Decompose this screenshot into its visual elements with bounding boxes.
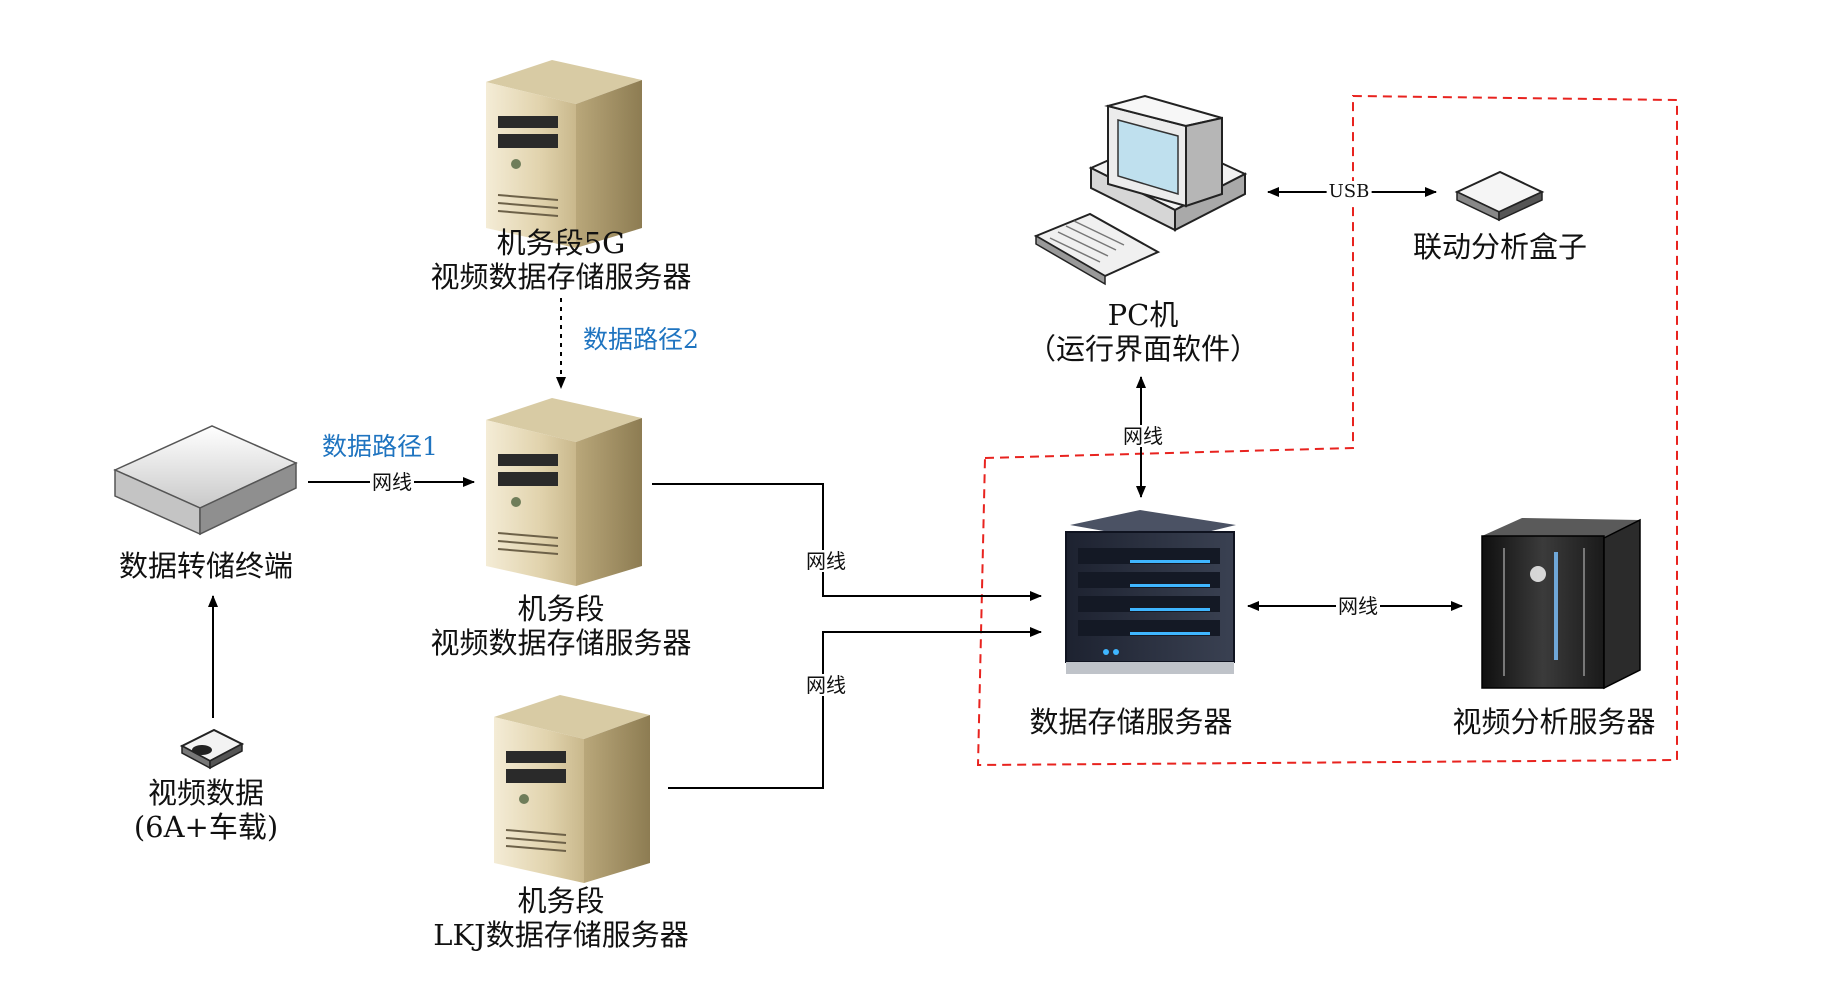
server-5g-line1: 机务段5G bbox=[496, 226, 626, 260]
connectors bbox=[208, 187, 1463, 789]
line-video-server-to-storage bbox=[652, 483, 1042, 601]
path1-label: 数据路径1 bbox=[322, 432, 438, 461]
server-5g-label: 机务段5G 视频数据存储服务器 bbox=[430, 226, 691, 294]
storage-server-icon bbox=[1065, 510, 1236, 674]
analysis-server-label: 视频分析服务器 bbox=[1452, 705, 1656, 739]
server-5g-icon bbox=[486, 60, 642, 248]
video-analysis-server-icon bbox=[1481, 518, 1641, 690]
video-data-line2: (6A+车载) bbox=[133, 810, 279, 844]
server-lkj-label: 机务段 LKJ数据存储服务器 bbox=[433, 884, 689, 952]
usb-label: USB bbox=[1326, 181, 1372, 203]
video-data-chip-icon bbox=[179, 728, 245, 770]
wire-label-analysis: 网线 bbox=[1336, 594, 1380, 618]
line-lkj-server-to-storage bbox=[668, 627, 1042, 789]
server-lkj-icon bbox=[494, 695, 650, 883]
dump-terminal-icon bbox=[113, 425, 298, 536]
path2-label: 数据路径2 bbox=[583, 325, 699, 354]
server-lkj-line2: LKJ数据存储服务器 bbox=[433, 918, 689, 952]
server-video-line1: 机务段 bbox=[517, 592, 605, 626]
server-video-line2: 视频数据存储服务器 bbox=[430, 626, 692, 660]
server-5g-line2: 视频数据存储服务器 bbox=[430, 260, 692, 294]
boundary-dashed bbox=[976, 94, 1678, 767]
wire-label-lkj-server: 网线 bbox=[804, 673, 848, 697]
server-video-icon bbox=[486, 398, 642, 586]
wire-label-video-server: 网线 bbox=[804, 549, 848, 573]
server-video-label: 机务段 视频数据存储服务器 bbox=[430, 592, 691, 660]
video-data-line1: 视频数据 bbox=[147, 776, 265, 810]
pc-line2: （运行界面软件） bbox=[1026, 332, 1260, 366]
server-lkj-line1: 机务段 bbox=[517, 884, 605, 918]
wire-label-terminal: 网线 bbox=[370, 470, 414, 494]
dump-terminal-label: 数据转储终端 bbox=[118, 549, 294, 583]
pc-line1: PC机 bbox=[1107, 298, 1179, 332]
pc-icon bbox=[1033, 94, 1248, 286]
video-data-label: 视频数据 (6A+车载) bbox=[134, 776, 278, 844]
analysis-box-icon bbox=[1454, 170, 1545, 222]
pc-label: PC机 （运行界面软件） bbox=[1027, 298, 1259, 366]
storage-server-label: 数据存储服务器 bbox=[1029, 705, 1233, 739]
wire-label-pc: 网线 bbox=[1121, 424, 1165, 448]
box-label: 联动分析盒子 bbox=[1412, 230, 1588, 264]
